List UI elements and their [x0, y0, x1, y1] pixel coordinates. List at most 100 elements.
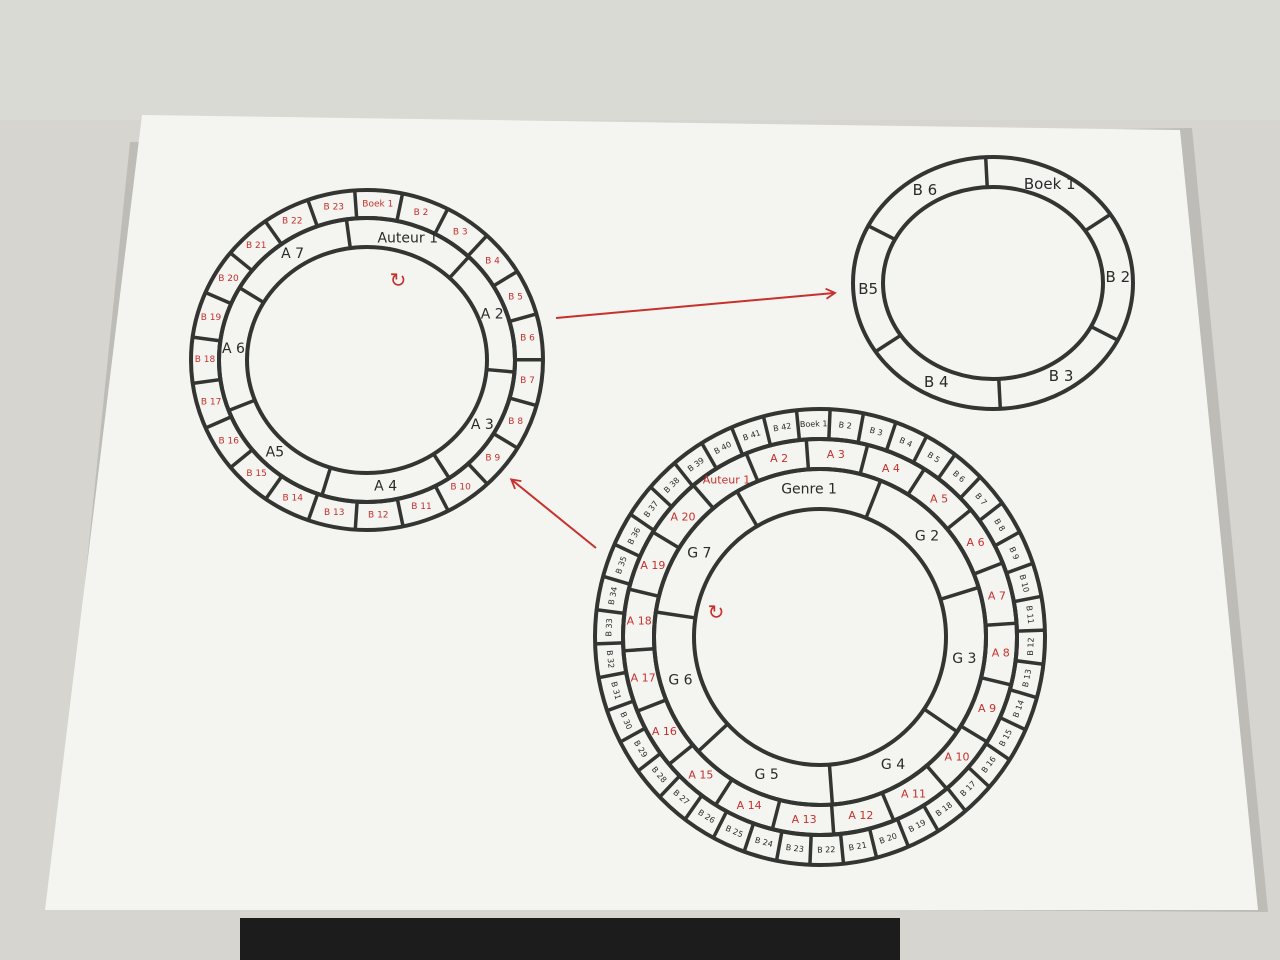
top-right-book-ring-divider: [997, 378, 1003, 409]
left-book-ring-divider: [264, 475, 284, 501]
bottom-right-book-ring-label: B 21: [848, 841, 868, 853]
left-book-ring-divider: [492, 432, 519, 450]
left-author-ring-label: A 4: [374, 478, 397, 494]
top-right-book-ring-label: B 6: [913, 181, 938, 199]
left-book-ring-divider: [433, 485, 450, 512]
desk-shadow: [0, 0, 1280, 120]
bottom-right-book-ring-label: B 42: [773, 421, 793, 433]
bottom-right-author-ring-label: A 9: [978, 702, 996, 715]
bottom-right-book-ring-divider: [761, 415, 773, 446]
left-author-ring-divider: [432, 453, 451, 480]
bottom-right-book-ring-divider: [838, 833, 846, 864]
left-book-ring-label: B 16: [218, 436, 239, 446]
left-book-ring-label: B 19: [201, 313, 222, 323]
arrow-left-to-top-right: [555, 287, 837, 319]
left-book-ring-divider: [492, 269, 519, 288]
bottom-right-author-ring-label: A 19: [640, 559, 665, 572]
left-book-ring-divider: [466, 234, 489, 258]
arrow-bottom-right-to-left: [509, 478, 597, 549]
bottom-right-genre-ring-divider: [864, 479, 883, 519]
left-book-ring-label: B 2: [414, 208, 429, 218]
left-book-ring-label: B 20: [218, 274, 239, 284]
left-book-ring-divider: [192, 335, 221, 343]
top-right-book-ring-label: B 4: [924, 373, 949, 391]
bottom-right-author-ring-divider: [667, 743, 694, 766]
bottom-right-book-ring-divider: [1005, 561, 1034, 575]
bottom-right-author-ring-divider: [906, 468, 926, 496]
bottom-right-book-ring-label: B 23: [785, 843, 804, 854]
bottom-right-author-ring-divider: [692, 484, 715, 510]
bottom-right-book-ring-label: B 12: [1026, 637, 1036, 656]
bottom-right-genre-ring-label: G 6: [668, 673, 692, 689]
bottom-right-genre-ring-label: Genre 1: [781, 481, 837, 497]
bottom-right-book-ring-label: B 3: [869, 426, 884, 438]
left-author-ring-divider: [344, 219, 353, 249]
left-book-ring-label: B 18: [195, 355, 216, 365]
bottom-right-author-ring-label: A 14: [737, 799, 762, 812]
left-author-ring-divider: [238, 286, 265, 305]
bottom-right-book-ring-divider: [867, 828, 879, 859]
bottom-right-book-ring-divider: [911, 435, 929, 464]
left-book-ring-divider: [306, 199, 319, 227]
top-right-book-ring-label: B 3: [1049, 367, 1074, 385]
bottom-right-book-ring-divider: [596, 608, 625, 616]
top-right-book-ring-outer-edge: [851, 155, 1135, 411]
bottom-right-book-ring-divider: [602, 574, 631, 587]
bottom-right-author-ring-divider: [946, 508, 973, 531]
bottom-right-book-ring-label: B 10: [1018, 573, 1031, 593]
left-book-ring-divider: [204, 415, 233, 430]
bottom-right-book-ring-divider: [978, 501, 1004, 522]
bottom-right-author-ring-divider: [858, 444, 870, 475]
bottom-right-genre-ring-outer-edge: [652, 467, 988, 807]
bottom-right-book-ring-divider: [598, 670, 627, 680]
bottom-right-genre-ring-label: G 7: [687, 546, 711, 562]
top-right-book-ring-inner-edge: [881, 185, 1105, 381]
bottom-right-book-ring-divider: [700, 442, 718, 470]
bottom-right-book-ring-divider: [658, 774, 681, 799]
bottom-right-genre-ring-label: G 2: [915, 528, 939, 544]
left-book-ring-divider: [352, 190, 359, 219]
bottom-right-author-ring-label: A 18: [627, 615, 652, 628]
bottom-right-book-ring-divider: [1016, 628, 1045, 633]
bottom-right-author-ring-divider: [829, 804, 836, 835]
bottom-right-book-ring-divider: [967, 765, 991, 789]
bottom-right-book-ring-divider: [959, 475, 982, 500]
bottom-right-author-ring-divider: [744, 452, 760, 482]
bottom-right-start-marker: ↻: [708, 600, 725, 624]
left-author-ring-label: A 3: [471, 417, 494, 433]
bottom-right-author-ring-divider: [628, 587, 660, 599]
bottom-right-book-ring-divider: [606, 699, 635, 713]
bottom-right-book-ring-divider: [649, 485, 673, 509]
bottom-right-author-ring-label: A 3: [827, 448, 845, 461]
top-right-book-ring-divider: [983, 157, 989, 188]
left-book-ring-divider: [192, 377, 221, 386]
top-right-book-ring-divider: [1084, 212, 1112, 233]
bottom-right-book-ring-divider: [922, 804, 940, 832]
left-author-ring-label: A 6: [222, 341, 245, 357]
left-author-ring-divider: [320, 467, 333, 496]
left-author-ring-label: Auteur 1: [377, 231, 438, 247]
left-author-ring-label: A5: [266, 445, 284, 461]
bottom-right-author-ring-divider: [804, 439, 811, 470]
bottom-right-book-ring-label: B 34: [607, 586, 619, 606]
left-book-ring-label: B 13: [324, 508, 345, 518]
top-right-book-ring-divider: [874, 333, 902, 354]
left-book-ring-divider: [466, 462, 489, 486]
left-book-ring-label: B 4: [485, 256, 500, 266]
bottom-right-author-ring-divider: [985, 621, 1017, 628]
bottom-right-genre-ring-inner-edge: [692, 507, 948, 767]
bottom-right-author-ring-divider: [973, 561, 1004, 576]
bottom-right-book-ring-divider: [895, 818, 911, 848]
bottom-right-book-ring-label: B 33: [604, 618, 614, 637]
bottom-right-author-ring-label: A 7: [988, 589, 1006, 602]
bottom-right-author-ring-label: A 10: [944, 751, 969, 764]
bottom-right-author-ring-label: A 8: [992, 646, 1010, 659]
left-book-ring-divider: [395, 498, 405, 527]
left-book-ring-label: B 23: [324, 202, 345, 212]
bottom-right-author-ring-divider: [770, 799, 782, 830]
bottom-right-genre-ring-divider: [923, 707, 959, 734]
top-right-book-ring-label: B5: [858, 280, 878, 298]
bottom-right-book-ring-label: B 22: [817, 845, 835, 855]
left-book-ring-label: B 11: [411, 502, 432, 512]
bottom-right-author-ring-divider: [636, 698, 667, 713]
